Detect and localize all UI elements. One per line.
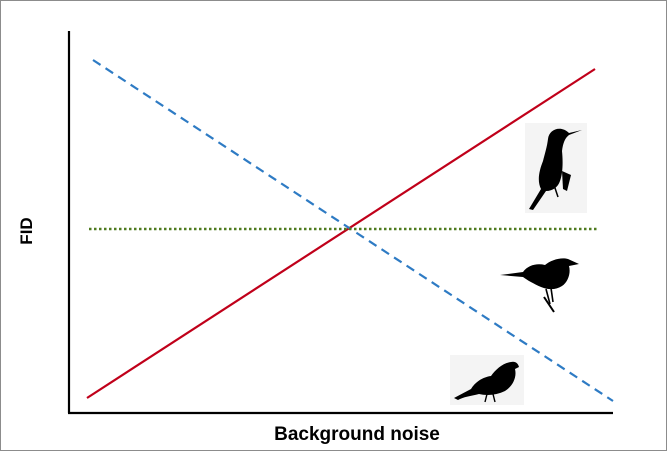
perched-bird-small-icon — [450, 355, 524, 405]
increasing-trend-line — [86, 68, 596, 399]
x-axis-label: Background noise — [274, 424, 440, 445]
decreasing-trend-line — [92, 59, 614, 402]
y-axis-label: FID — [17, 217, 36, 245]
perched-bird-upright-icon — [525, 123, 587, 213]
perched-bird-medium-icon — [500, 258, 579, 313]
